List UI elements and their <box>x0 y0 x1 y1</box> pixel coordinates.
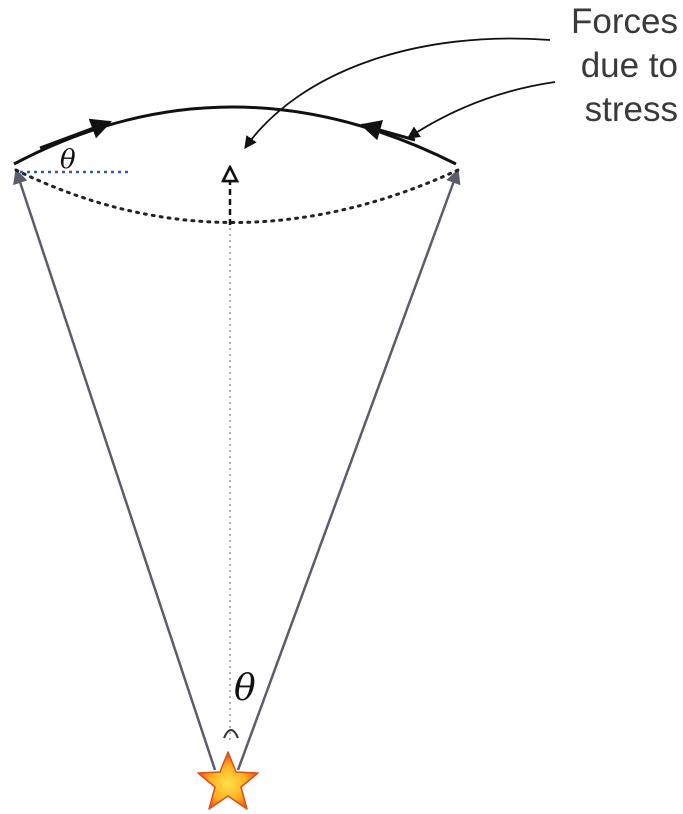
deformed-front-arc <box>13 105 457 166</box>
apex-angle-arc <box>223 729 239 739</box>
callout-line-2: due to <box>580 46 678 85</box>
forces-due-to-stress-callout: Forces due to stress <box>571 0 678 132</box>
theta-bottom-label: θ <box>234 668 256 709</box>
callout-arrow-right <box>406 81 556 139</box>
cone-right-vector <box>236 168 461 771</box>
theta-top-label: θ <box>60 145 76 175</box>
cone-left-vector <box>13 168 217 771</box>
original-front-arc <box>14 168 460 224</box>
left-tangent-force-arrow <box>39 118 112 150</box>
right-tangent-force-arrow <box>359 120 416 142</box>
callout-arrow-center <box>244 37 551 150</box>
star-icon <box>197 751 259 810</box>
callout-line-3: stress <box>584 90 678 129</box>
callout-line-1: Forces <box>571 2 678 41</box>
